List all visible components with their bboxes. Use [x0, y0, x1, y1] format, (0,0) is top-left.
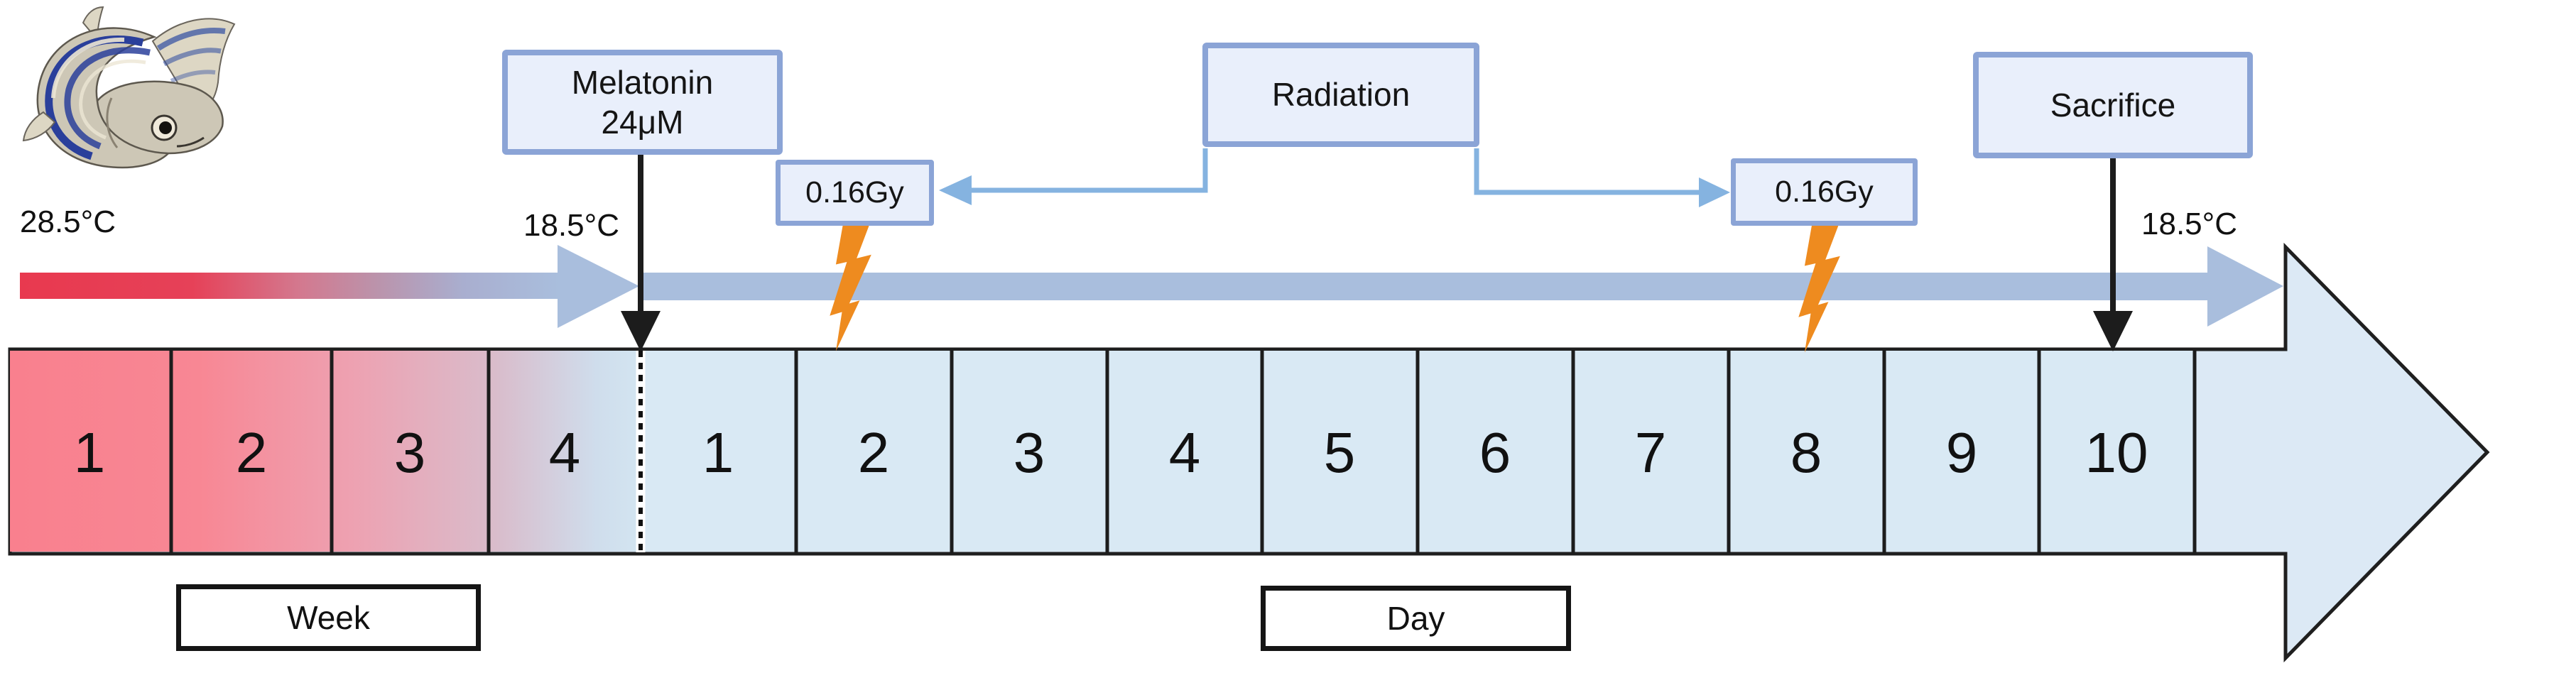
dose-box-right: 0.16Gy	[1731, 158, 1918, 226]
day-cell-8: 8	[1790, 420, 1822, 484]
radiation-box: Radiation	[1202, 43, 1479, 147]
day-cell-1: 1	[702, 420, 734, 484]
radiation-bolt-right	[1798, 224, 1840, 353]
week-band	[10, 351, 641, 552]
cell-separators	[169, 349, 2197, 554]
periwinkle-arrow-2-body	[639, 273, 2209, 300]
week-cell-1: 1	[73, 420, 106, 484]
temp-change-label: 18.5°C	[523, 208, 619, 243]
week-cell-3: 3	[393, 420, 426, 484]
melatonin-box: Melatonin 24μM	[502, 50, 783, 155]
sacrifice-arrow	[2093, 157, 2133, 351]
day-cell-6: 6	[1479, 420, 1511, 484]
connector-left-arrowhead	[939, 175, 972, 205]
periwinkle-arrowhead-1	[558, 245, 639, 328]
day-cell-3: 3	[1013, 420, 1045, 484]
connector-right-arrowhead	[1699, 177, 1730, 207]
temp-end-label: 18.5°C	[2141, 207, 2238, 241]
day-cell-2: 2	[857, 420, 890, 484]
day-cell-9: 9	[1945, 420, 1978, 484]
sacrifice-box: Sacrifice	[1973, 52, 2253, 158]
melatonin-box-line2: 24μM	[601, 104, 684, 141]
zebrafish-illustration	[22, 6, 236, 169]
day-cell-5: 5	[1323, 420, 1356, 484]
melatonin-box-line1: Melatonin	[571, 63, 714, 101]
dose-box-left: 0.16Gy	[776, 160, 934, 226]
temperature-gradient-bar	[20, 273, 560, 299]
day-legend-box: Day	[1261, 586, 1571, 651]
day-cell-7: 7	[1634, 420, 1667, 484]
week-cell-4: 4	[548, 420, 581, 484]
radiation-connector-right	[1474, 148, 1730, 207]
melatonin-arrow	[621, 153, 661, 351]
periwinkle-arrowhead-2	[2207, 246, 2283, 327]
radiation-bolt-left	[830, 223, 871, 351]
day-cell-10: 10	[2085, 420, 2148, 484]
week-legend-box: Week	[176, 584, 481, 651]
day-cell-4: 4	[1168, 420, 1201, 484]
week-cell-2: 2	[235, 420, 268, 484]
temp-start-label: 28.5°C	[20, 204, 116, 239]
radiation-connector-left	[939, 148, 1208, 205]
